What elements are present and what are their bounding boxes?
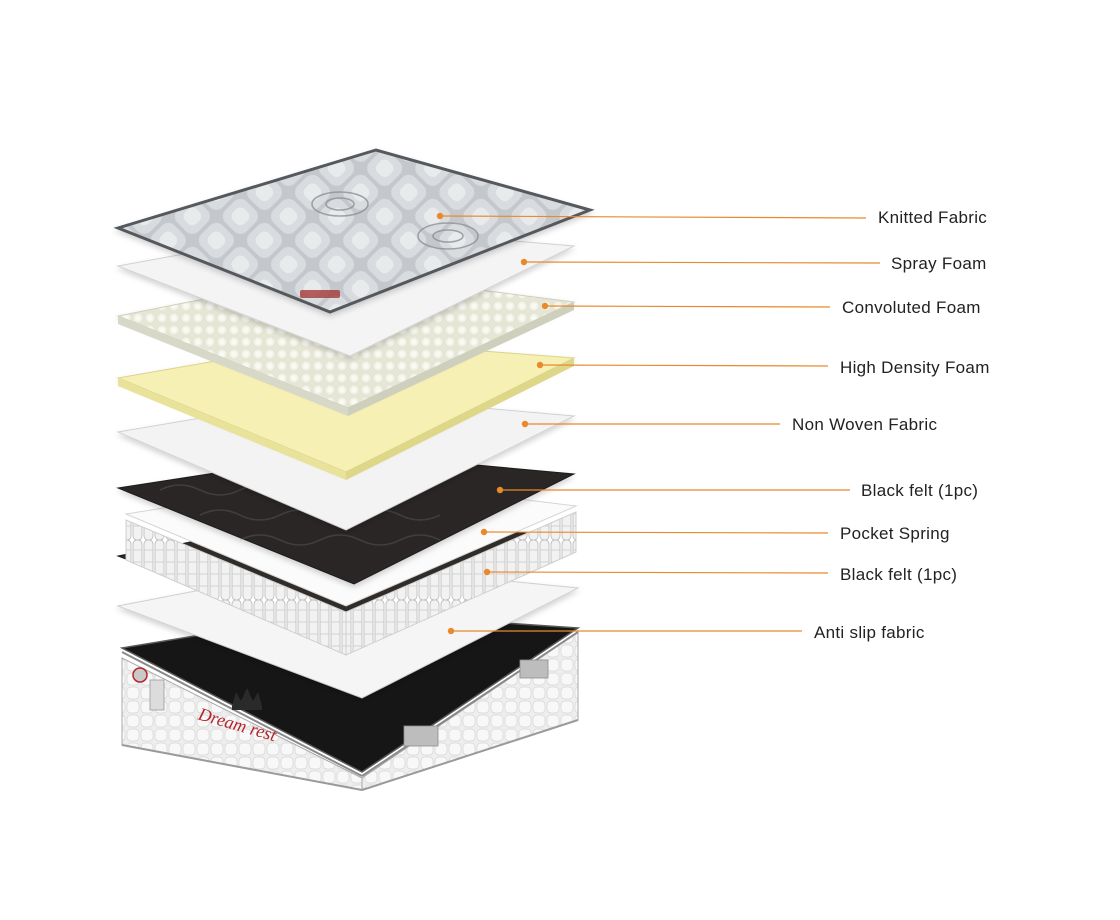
leader-line-spray-foam <box>523 261 881 264</box>
leader-line-high-density-foam <box>539 364 829 367</box>
leader-line-convoluted-foam <box>544 305 831 308</box>
layer-knitted-fabric <box>113 148 595 314</box>
leader-dot-convoluted-foam <box>541 302 549 310</box>
leader-dot-non-woven-fabric <box>521 420 529 428</box>
handle-icon <box>519 659 549 679</box>
label-tag <box>149 679 165 711</box>
label-spray-foam: Spray Foam <box>891 254 987 273</box>
leader-lines <box>436 212 881 635</box>
leader-dot-anti-slip-fabric <box>447 627 455 635</box>
leader-dot-knitted-fabric <box>436 212 444 220</box>
badge-icon <box>132 667 148 683</box>
leader-dot-high-density-foam <box>536 361 544 369</box>
label-non-woven-fabric: Non Woven Fabric <box>792 415 938 434</box>
label-anti-slip-fabric: Anti slip fabric <box>814 623 925 642</box>
label-black-felt-bottom: Black felt (1pc) <box>840 565 958 584</box>
label-black-felt-top: Black felt (1pc) <box>861 481 979 500</box>
leader-line-pocket-spring <box>483 531 829 534</box>
leader-dot-black-felt-top <box>496 486 504 494</box>
label-high-density-foam: High Density Foam <box>840 358 990 377</box>
leader-dot-black-felt-bottom <box>483 568 491 576</box>
label-knitted-fabric: Knitted Fabric <box>878 208 988 227</box>
label-convoluted-foam: Convoluted Foam <box>842 298 981 317</box>
leader-line-knitted-fabric <box>439 215 867 219</box>
handle-icon <box>403 725 439 747</box>
leader-line-black-felt-bottom <box>486 571 829 574</box>
brand-tag <box>300 290 340 298</box>
leader-dot-pocket-spring <box>480 528 488 536</box>
leader-dot-spray-foam <box>520 258 528 266</box>
crown-icon <box>232 688 262 710</box>
label-pocket-spring: Pocket Spring <box>840 524 950 543</box>
